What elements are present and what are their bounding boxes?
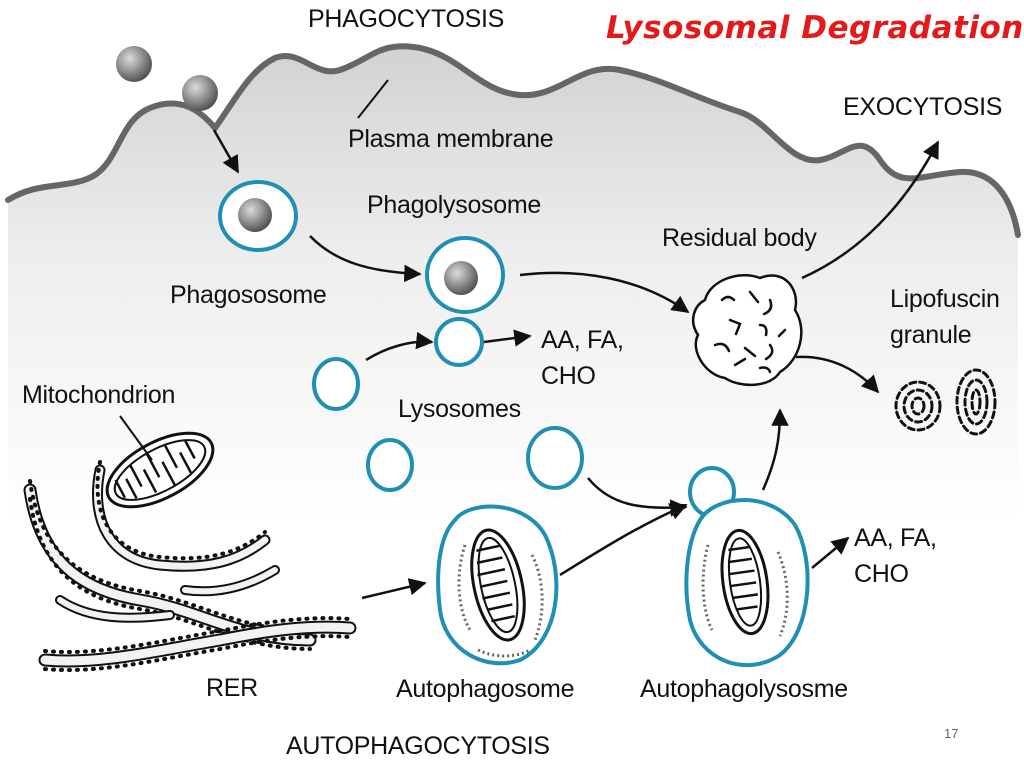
residual-body [691, 273, 803, 387]
particle-1 [116, 46, 152, 82]
arrow-to-aa-fa-top [483, 329, 532, 347]
arrow-residual-body-to-exocytosis [801, 140, 940, 280]
label-residual-body: Residual body [662, 224, 817, 252]
label-aa-fa-top: AA, FA, [541, 326, 624, 354]
label-lipofuscin: Lipofuscin [890, 285, 1000, 313]
plasma-membrane-leader-line [357, 79, 389, 119]
label-rer: RER [206, 674, 258, 702]
label-cho-top: CHO [541, 362, 596, 390]
label-autophagosome: Autophagosome [396, 675, 575, 703]
lysosome-3 [526, 426, 584, 490]
arrow-lysosome-to-autophagolysosome [587, 477, 688, 517]
label-autophagolysosome: Autophagolysosme [640, 675, 848, 703]
cell-interior [8, 46, 1018, 520]
phagolysosome-particle [444, 261, 478, 295]
arrow-residual-body-to-lipofuscin [795, 355, 880, 394]
label-phagosome: Phagososome [170, 281, 327, 309]
fusing-lysosome [434, 317, 484, 367]
arrow-autophagolysosome-to-residual-body [761, 408, 789, 491]
arrow-rer-to-autophagosome [361, 578, 427, 600]
plasma-membrane [5, 43, 1021, 238]
lipofuscin-granule-1 [894, 380, 942, 432]
mitochondrion-leader-line [119, 415, 153, 461]
label-lysosomes: Lysosomes [398, 395, 521, 423]
label-lipofuscin-granule: granule [890, 321, 972, 349]
rough-endoplasmic-reticulum [23, 460, 357, 672]
slide-title: Lysosomal Degradation [606, 10, 1024, 46]
label-mitochondrion: Mitochondrion [22, 381, 176, 409]
lysosome-1 [312, 357, 360, 411]
arrow-phagolysosome-to-residual-body [519, 271, 690, 314]
label-plasma-membrane: Plasma membrane [348, 125, 554, 153]
autophagosome [436, 504, 559, 666]
particle-2 [182, 75, 218, 111]
phagosome-particle [238, 198, 272, 232]
lipofuscin-granule-2 [955, 368, 997, 436]
arrow-lysosome-to-phagolysosome [365, 331, 434, 362]
label-exocytosis: EXOCYTOSIS [843, 93, 1003, 121]
page-number: 17 [944, 726, 959, 741]
label-cho-bottom: CHO [854, 560, 909, 588]
autophagolysosome [684, 466, 810, 668]
arrow-to-aa-fa-bottom [811, 536, 850, 569]
arrow-phagosome-to-phagolysosome [309, 235, 422, 283]
arrow-particle-to-phagosome [212, 129, 240, 174]
mitochondrion [105, 431, 215, 509]
label-aa-fa-bottom: AA, FA, [854, 524, 937, 552]
label-autophagocytosis: AUTOPHAGOCYTOSIS [286, 732, 550, 760]
label-phagocytosis: PHAGOCYTOSIS [308, 5, 504, 33]
lysosome-2 [366, 438, 414, 492]
label-phagolysosome: Phagolysosome [367, 191, 541, 219]
